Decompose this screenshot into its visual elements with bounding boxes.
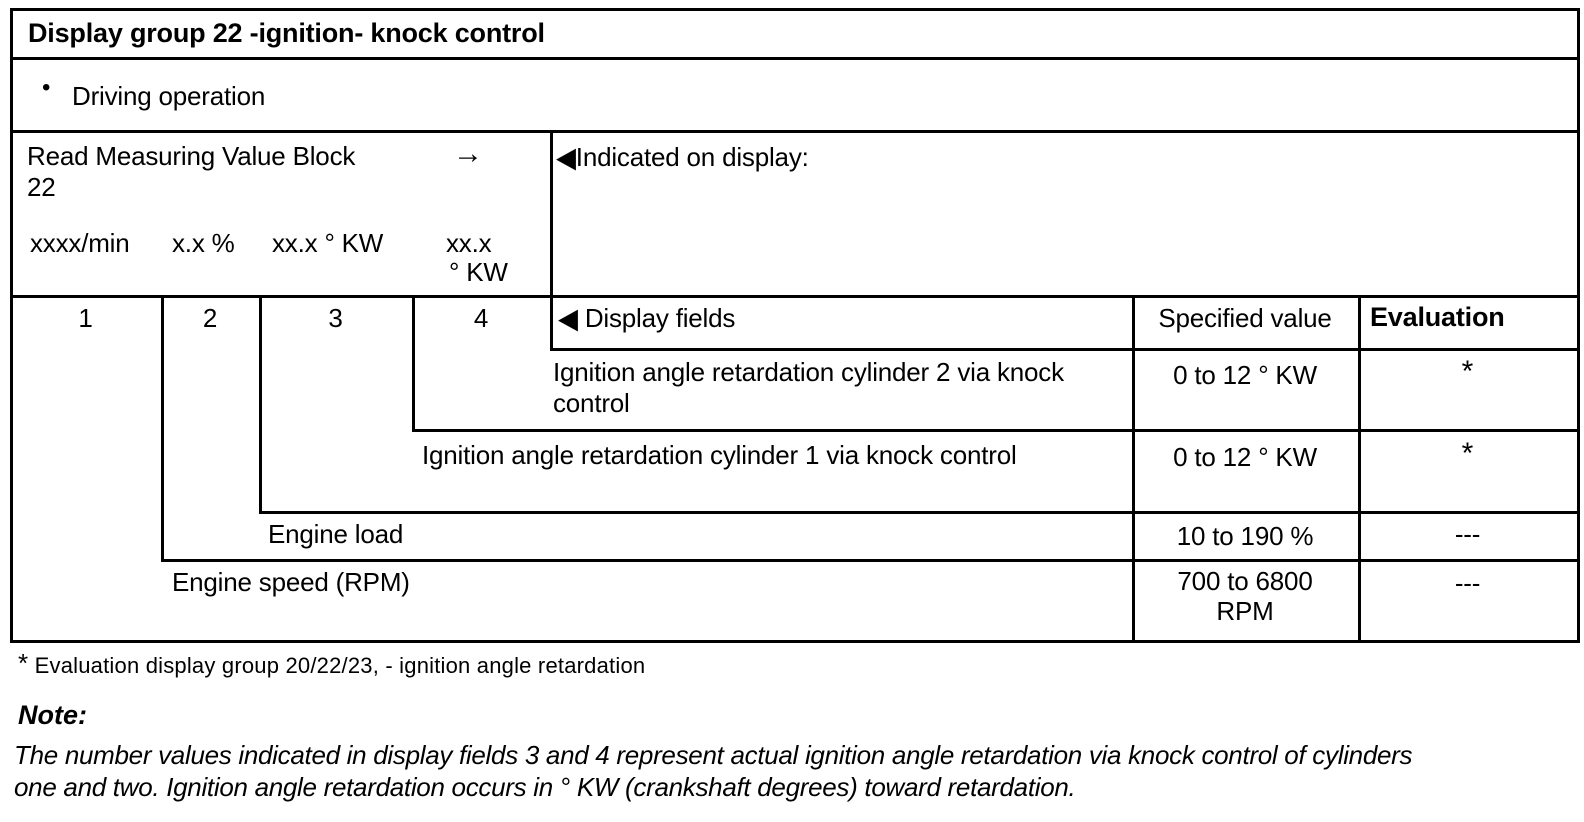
indicated-on-display: ◀Indicated on display: (556, 140, 809, 174)
table-border-bottom (10, 640, 1580, 643)
footnote: * Evaluation display group 20/22/23, - i… (18, 650, 646, 679)
table-line-under-measuring-block (10, 295, 1580, 298)
measuring-block-line2: 22 (27, 172, 56, 202)
table-divider-col3-col4 (412, 295, 415, 432)
row-cyl2-specified: 0 to 12 ° KW (1173, 360, 1317, 390)
table-line-under-title (10, 57, 1580, 60)
row-load-specified: 10 to 190 % (1176, 521, 1314, 551)
evaluation-header: Evaluation (1370, 302, 1505, 332)
row-cyl1-specified: 0 to 12 ° KW (1173, 442, 1317, 472)
note-body-line1: The number values indicated in display f… (14, 740, 1413, 770)
bullet-icon: • (42, 74, 51, 101)
field-number-1: 1 (78, 303, 93, 333)
field-format-1: xxxx/min (30, 228, 130, 258)
row-cyl2-label: Ignition angle retardation cylinder 2 vi… (553, 357, 1064, 418)
indicated-on-display-label: Indicated on display: (575, 142, 809, 172)
note-heading: Note: (18, 700, 87, 730)
operation-label: Driving operation (72, 81, 266, 111)
row-load-evaluation: --- (1454, 519, 1481, 549)
field-number-4: 4 (473, 303, 489, 333)
row-cyl2-evaluation: * (1461, 355, 1474, 388)
field-number-2: 2 (202, 303, 218, 333)
footnote-text: Evaluation display group 20/22/23, - ign… (34, 653, 646, 678)
row-speed-evaluation: --- (1454, 568, 1481, 598)
table-line-under-row-load (161, 559, 1580, 562)
note-body-line2: one and two. Ignition angle retardation … (14, 772, 1076, 802)
table-border-right (1577, 8, 1580, 643)
table-divider-measuring-display (550, 130, 553, 351)
row-load-label: Engine load (268, 519, 404, 549)
table-line-under-row-cyl2 (412, 429, 1580, 432)
field-format-4-line2: ° KW (449, 257, 508, 287)
table-line-under-displayfields-header (550, 348, 1580, 351)
row-speed-label: Engine speed (RPM) (172, 567, 410, 597)
row-cyl1-evaluation: * (1461, 437, 1474, 470)
page-title: Display group 22 -ignition- knock contro… (28, 18, 545, 48)
row-speed-specified: 700 to 6800 RPM (1177, 566, 1313, 626)
table-border-left (10, 8, 13, 643)
specified-value-header: Specified value (1158, 303, 1332, 333)
table-divider-specified-value (1132, 295, 1135, 643)
table-line-under-operation (10, 130, 1580, 133)
field-format-4-line1: xx.x (446, 228, 492, 258)
display-fields-label: Display fields (584, 303, 736, 333)
left-triangle-icon: ◀ (558, 301, 578, 335)
table-border-top (10, 8, 1580, 11)
field-number-3: 3 (328, 303, 343, 333)
table-divider-col1-col2 (161, 295, 164, 562)
row-cyl1-label: Ignition angle retardation cylinder 1 vi… (422, 440, 1017, 470)
right-arrow-icon: → (453, 137, 483, 170)
left-triangle-icon: ◀ (556, 140, 576, 174)
field-format-2: x.x % (172, 228, 235, 258)
field-format-3: xx.x ° KW (272, 228, 384, 258)
table-divider-evaluation (1358, 295, 1361, 643)
display-fields-header: ◀ Display fields (558, 301, 736, 335)
measuring-block-line1: Read Measuring Value Block (27, 141, 356, 171)
table-line-under-row-cyl1 (259, 511, 1580, 514)
footnote-asterisk: * (18, 648, 29, 678)
table-divider-col2-col3 (259, 295, 262, 514)
